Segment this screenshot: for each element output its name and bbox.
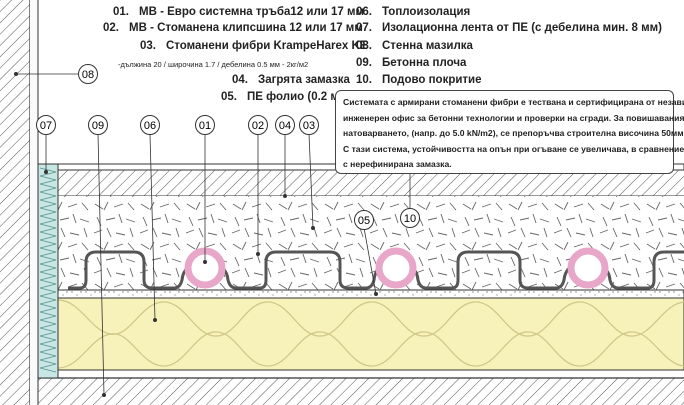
legend-item-05: 05.ПЕ фолио (0.2 мм) <box>221 91 352 103</box>
callout-09: 09 <box>88 115 108 135</box>
svg-text:08: 08 <box>82 69 94 81</box>
wall <box>0 0 31 405</box>
heating-pipe <box>567 247 609 289</box>
legend-item-08: 08.Стенна мазилка <box>356 40 473 52</box>
legend-item-03-detail: -дължина 20 / широчина 1.7 / дебелина 0.… <box>118 60 309 69</box>
svg-text:06: 06 <box>144 120 156 132</box>
note-line: Системата с армирани стоманени фибри е т… <box>343 97 684 107</box>
svg-text:05: 05 <box>358 215 370 227</box>
leader-lines <box>16 73 411 396</box>
callout-05: 05 <box>354 210 374 230</box>
note-line: натоварването, (напр. до 5.0 kN/m2), се … <box>343 128 684 138</box>
callout-10: 10 <box>400 208 420 228</box>
wall-plaster <box>30 0 39 405</box>
legend-item-03: 03.Стоманени фибри KrampeHarex KE <box>140 40 368 52</box>
thermal-insulation-layer <box>57 297 684 371</box>
note-line: с нерефинирана замазка. <box>343 159 452 169</box>
legend-item-04: 04.Загрята замазка <box>232 74 350 86</box>
leader-dots <box>14 72 378 397</box>
legend-item-02: 02.МВ - Стоманена клипсшина 12 или 17 мм <box>103 22 363 34</box>
note-line: С тази система, устойчивостта на опън пр… <box>343 143 684 154</box>
legend-item-07: 07.Изолационна лента от ПЕ (с дебелина м… <box>356 22 662 34</box>
concrete-slab <box>38 377 684 405</box>
heating-pipe <box>375 247 417 289</box>
callout-01: 01 <box>195 115 215 135</box>
finish-layer <box>58 170 684 197</box>
callout-06: 06 <box>140 115 160 135</box>
svg-text:02: 02 <box>252 120 264 132</box>
callout-03: 03 <box>299 115 319 135</box>
pe-foil-layer <box>57 289 684 299</box>
callout-07: 07 <box>36 115 56 135</box>
legend-item-06: 06.Топлоизолация <box>356 6 471 18</box>
svg-text:01: 01 <box>199 120 211 132</box>
edge-insulation-strip <box>37 163 59 379</box>
heating-pipes <box>184 247 609 289</box>
legend-item-10: 10.Подово покритие <box>356 74 482 86</box>
legend-item-09: 09.Бетонна плоча <box>356 57 467 69</box>
note-line: инженерен офис за бетонни технологии и п… <box>343 112 684 123</box>
system-note-box: Системата с армирани стоманени фибри е т… <box>335 90 684 174</box>
svg-text:09: 09 <box>92 120 104 132</box>
callout-04: 04 <box>275 115 295 135</box>
callout-08: 08 <box>78 64 98 84</box>
svg-text:03: 03 <box>303 120 315 132</box>
svg-text:10: 10 <box>404 213 416 225</box>
callout-02: 02 <box>248 115 268 135</box>
legend-item-01: 01.МВ - Евро системна тръба12 или 17 мм <box>113 6 365 18</box>
svg-text:07: 07 <box>40 120 52 132</box>
svg-text:04: 04 <box>279 120 291 132</box>
